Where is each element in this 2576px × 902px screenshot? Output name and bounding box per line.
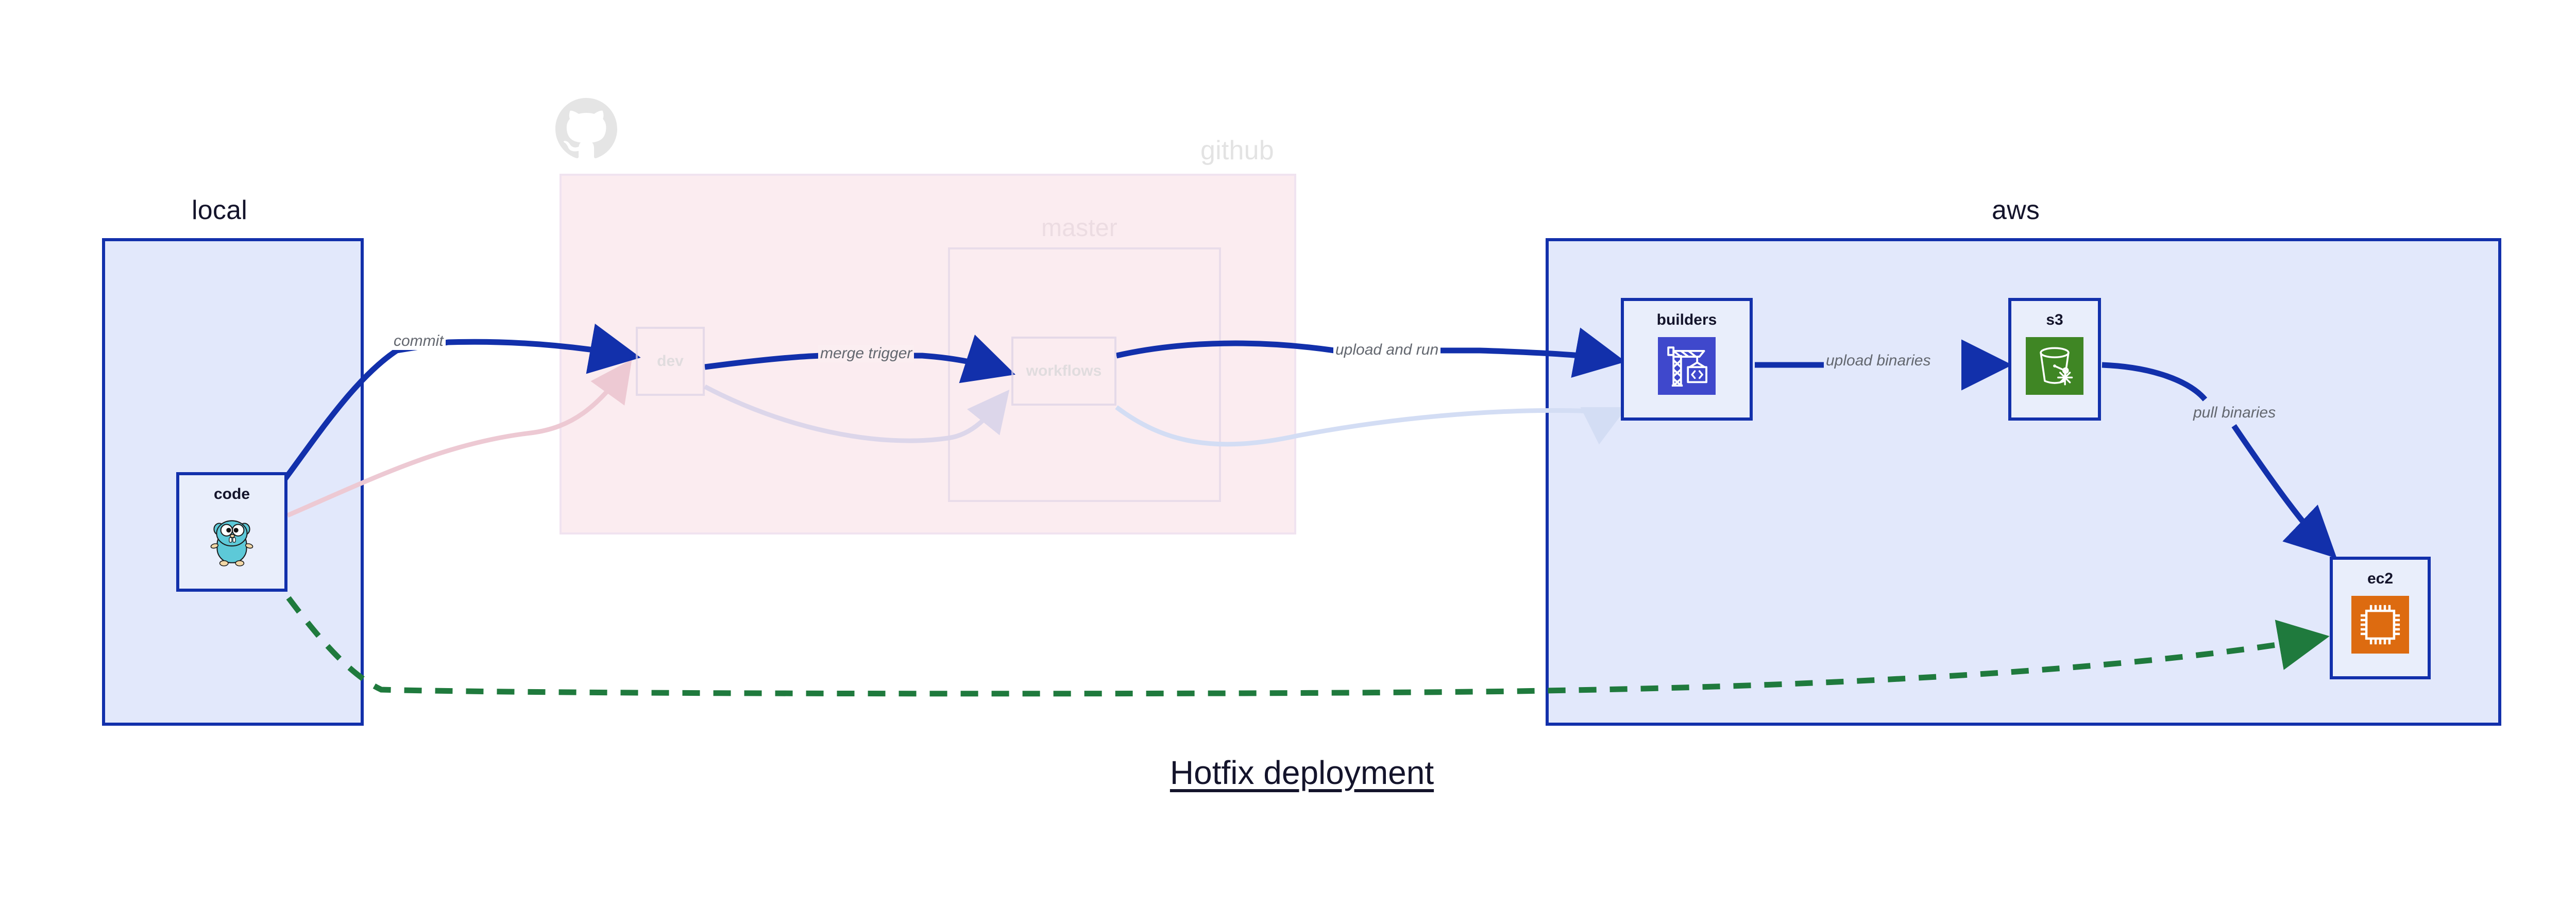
- edge-label-merge-trigger: merge trigger: [818, 345, 914, 362]
- github-octocat-icon: [555, 98, 617, 159]
- edge-label-pull-binaries: pull binaries: [2191, 404, 2278, 422]
- aws-codebuild-icon: [1658, 337, 1716, 395]
- node-code[interactable]: code: [176, 472, 287, 592]
- aws-ec2-icon: [2351, 596, 2409, 654]
- node-label-s3: s3: [2046, 311, 2063, 328]
- edge-label-upload-and-run: upload and run: [1333, 341, 1441, 359]
- cluster-label-master: master: [1041, 214, 1117, 242]
- edge-label-commit: commit: [392, 332, 446, 350]
- cluster-master: [948, 247, 1221, 502]
- node-s3[interactable]: s3: [2008, 298, 2101, 421]
- node-dev[interactable]: dev: [636, 327, 705, 396]
- node-label-ec2: ec2: [2367, 570, 2394, 587]
- node-label-code: code: [213, 486, 250, 503]
- aws-s3-glacier-icon: [2026, 337, 2083, 395]
- cluster-label-local: local: [192, 195, 247, 225]
- cluster-label-aws: aws: [1992, 195, 2040, 225]
- node-label-dev: dev: [657, 353, 684, 370]
- edge-label-upload-binaries: upload binaries: [1824, 352, 1933, 370]
- node-label-builders: builders: [1656, 311, 1717, 328]
- diagram-title: Hotfix deployment: [1170, 754, 1434, 791]
- node-builders[interactable]: builders: [1621, 298, 1753, 421]
- node-workflows[interactable]: workflows: [1011, 337, 1116, 406]
- node-ec2[interactable]: ec2: [2330, 557, 2431, 679]
- go-gopher-icon: [210, 520, 253, 566]
- node-label-workflows: workflows: [1026, 362, 1102, 379]
- cluster-label-github: github: [1200, 136, 1274, 165]
